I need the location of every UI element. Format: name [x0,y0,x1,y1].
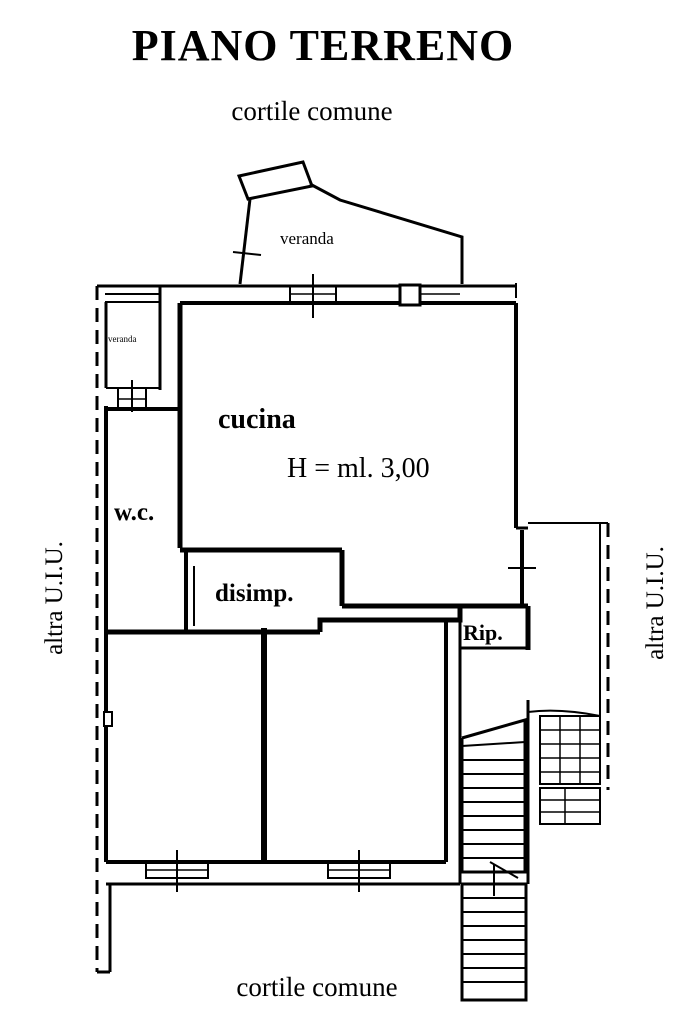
label-veranda: veranda [280,229,334,248]
label-storage: Rip. [463,620,503,645]
right-recess [508,526,536,606]
top-pillar [398,283,422,307]
central-wall [106,603,463,635]
label-kitchen: cucina [218,404,296,435]
plan-title: PIANO TERRENO [132,21,515,70]
wc-room: w.c. [106,303,183,548]
bottom-window-left [145,850,209,892]
label-hallway: disimp. [215,580,294,607]
label-bottom-courtyard: cortile comune [236,972,397,1002]
right-landing [526,700,601,884]
kitchen-room: cucina H = ml. 3,00 [218,303,518,528]
label-height: H = ml. 3,00 [287,453,430,484]
label-left-neighbor: altra U.I.U. [41,541,68,655]
label-wc: w.c. [114,499,154,526]
top-wall [105,274,517,318]
lower-rooms [106,620,460,972]
storage-room: Rip. [460,603,531,650]
staircase-lower [460,864,528,1002]
veranda: veranda [232,160,464,285]
small-veranda: veranda [104,286,162,412]
bottom-window-right [327,850,391,892]
label-small-veranda: veranda [108,334,136,344]
right-boundary [528,522,610,790]
label-right-neighbor: altra U.I.U. [642,546,669,660]
left-wall-notch [103,711,113,727]
staircase-upper [460,718,527,879]
label-top-courtyard: cortile comune [231,96,392,126]
hallway-room: disimp. [180,547,345,632]
